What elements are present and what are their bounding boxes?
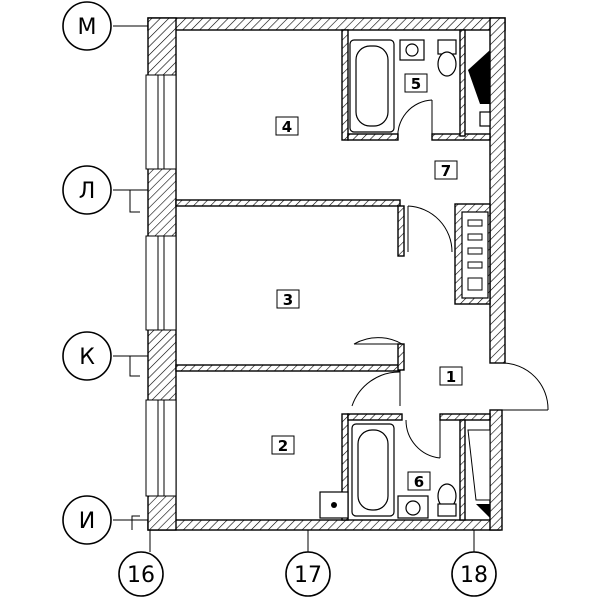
svg-text:2: 2: [278, 437, 288, 455]
svg-text:7: 7: [441, 162, 451, 180]
windows: [129, 74, 177, 530]
bathroom-fixtures-bottom: [319, 423, 491, 519]
walls: [147, 17, 506, 531]
doors: [351, 99, 549, 459]
axis-label-18: 18: [460, 563, 488, 588]
room-label-7: 7: [434, 160, 458, 180]
axis-bubble-i: И: [62, 495, 112, 545]
room-label-2: 2: [271, 435, 295, 455]
bathroom-fixtures-top: [349, 39, 491, 133]
svg-text:1: 1: [446, 368, 456, 386]
axis-bubble-k: К: [62, 331, 112, 381]
axis-bubble-18: 18: [451, 551, 497, 597]
axis-label-i: И: [79, 509, 95, 534]
axis-label-17: 17: [294, 563, 322, 588]
axis-label-l: Л: [79, 179, 96, 204]
svg-text:3: 3: [283, 291, 293, 309]
axis-bubble-l: Л: [62, 165, 112, 215]
kitchen-unit: [461, 211, 489, 299]
room-label-3: 3: [276, 289, 300, 309]
svg-text:5: 5: [411, 75, 421, 93]
axis-bubble-m: М: [62, 1, 112, 51]
svg-text:6: 6: [414, 473, 424, 491]
room-label-5: 5: [404, 73, 428, 93]
axis-label-k: К: [79, 345, 95, 370]
room-label-4: 4: [275, 116, 299, 136]
axis-bubble-16: 16: [118, 551, 164, 597]
axis-label-m: М: [78, 15, 97, 40]
axis-bubble-17: 17: [285, 551, 331, 597]
room-label-6: 6: [407, 471, 431, 491]
svg-text:4: 4: [282, 118, 292, 136]
room-label-1: 1: [439, 366, 463, 386]
axis-label-16: 16: [127, 563, 155, 588]
